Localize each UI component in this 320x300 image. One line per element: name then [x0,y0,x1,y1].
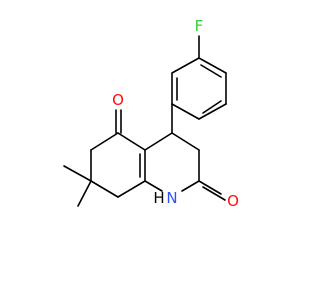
bond [144,180,163,192]
bond [77,180,92,207]
nitrogen-atom-label: N [166,189,177,207]
bond [200,64,222,78]
bond [144,132,173,151]
oxygen-2-atom-label: O [227,192,239,210]
bond [171,57,200,74]
bond [198,180,222,195]
bond [90,180,119,198]
structure-canvas: F O O N H [0,0,300,300]
bond [63,165,92,182]
bond [117,132,146,151]
bond-lines [63,35,227,207]
bond [202,100,222,114]
bond [181,180,200,192]
nitrogen-hydrogen-label: H [153,189,164,207]
bond [117,180,146,198]
molecule-structure: F O O N H [0,0,300,300]
bond [198,103,227,120]
bond [198,57,227,74]
bond [171,103,200,120]
oxygen-5-atom-label: O [112,91,124,109]
background [0,0,300,300]
bond [171,132,200,151]
bond [202,186,226,201]
fluorine-atom-label: F [195,17,204,35]
atom-labels: F O O N H [112,17,239,210]
bond [90,132,119,151]
